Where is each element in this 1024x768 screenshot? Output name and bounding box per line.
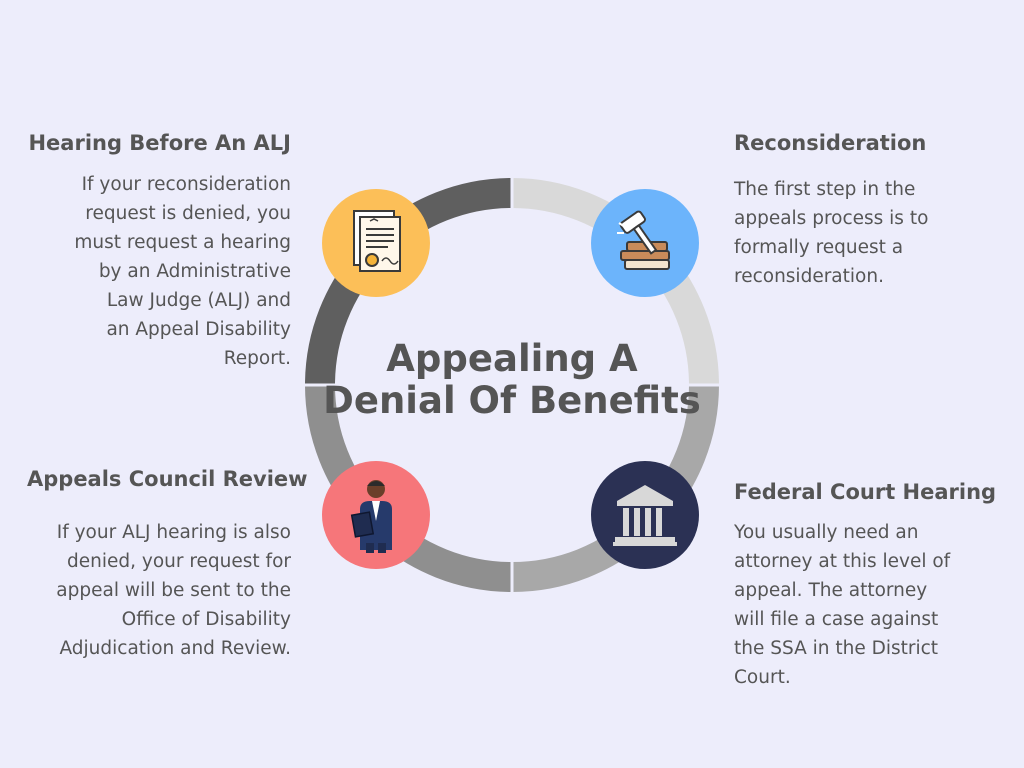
reconsideration-description: The first step in the appeals process is… — [734, 175, 928, 291]
title-line-2: Denial Of Benefits — [322, 380, 702, 422]
title-line-1: Appealing A — [322, 338, 702, 380]
diagram-title: Appealing A Denial Of Benefits — [322, 338, 702, 422]
reconsideration-heading: Reconsideration — [734, 131, 926, 155]
federal-description: You usually need an attorney at this lev… — [734, 518, 950, 692]
appeals-heading: Appeals Council Review — [27, 467, 308, 491]
hearing-heading: Hearing Before An ALJ — [28, 131, 291, 155]
federal-heading: Federal Court Hearing — [734, 480, 996, 504]
legal-document-icon — [354, 211, 400, 271]
hearing-description: If your reconsideration request is denie… — [74, 170, 291, 373]
appeals-description: If your ALJ hearing is also denied, your… — [56, 518, 291, 663]
